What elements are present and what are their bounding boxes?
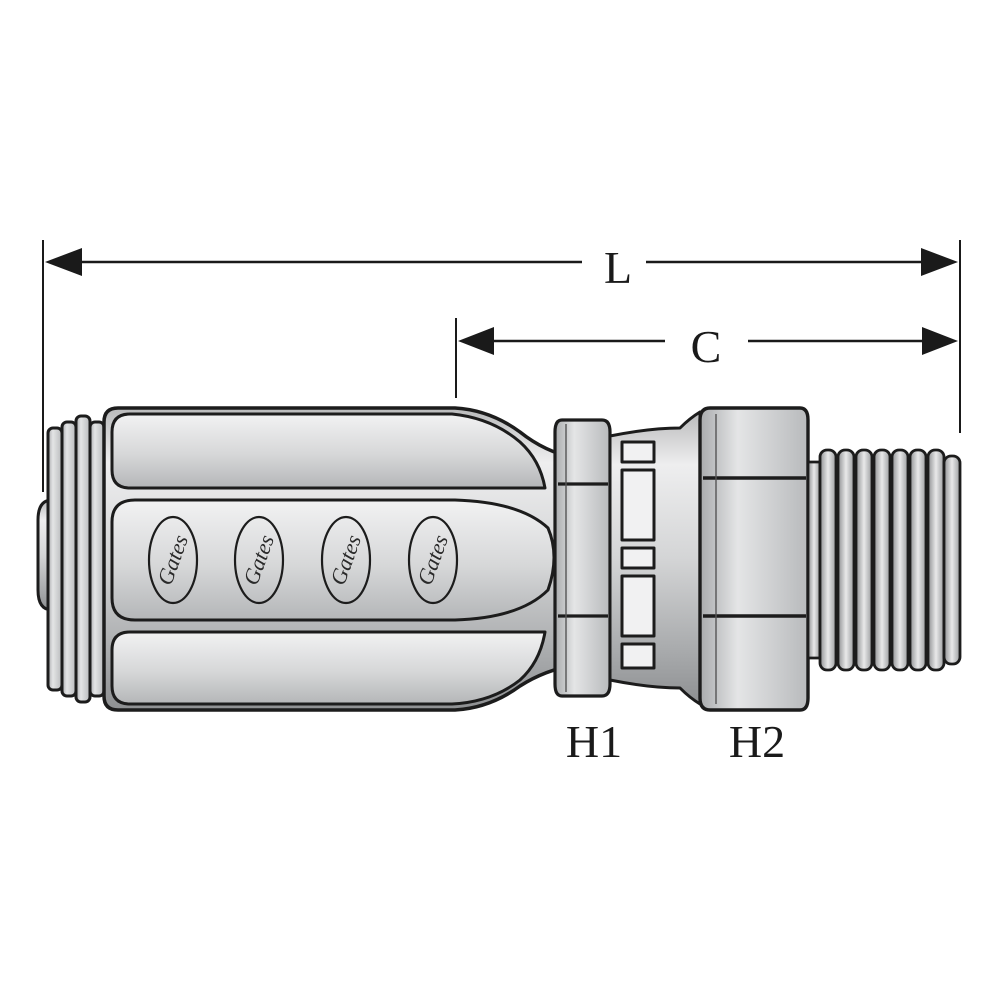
ferrule-flute-bottom	[110, 630, 547, 706]
arrow-c-left	[458, 327, 494, 355]
logo-oval-2	[233, 515, 285, 605]
label-h2: H2	[729, 716, 785, 767]
hex-nut-h2	[698, 406, 810, 712]
hose-fitting: Gates Gates Gates Gates	[36, 406, 962, 712]
male-thread	[806, 448, 962, 672]
collar-rings	[46, 414, 106, 704]
logo-ovals	[147, 515, 459, 605]
arrow-c-right	[922, 327, 958, 355]
ferrule-flute-middle	[110, 498, 556, 622]
logo-oval-3	[320, 515, 372, 605]
logo-oval-1	[147, 515, 199, 605]
logo-oval-4	[407, 515, 459, 605]
label-h1: H1	[566, 716, 622, 767]
arrow-l-right	[921, 248, 958, 276]
swivel-neck	[608, 410, 702, 706]
label-l: L	[604, 242, 632, 293]
hex-nut-h1	[553, 418, 612, 698]
dimension-lines	[42, 240, 961, 492]
label-c: C	[691, 321, 722, 372]
ferrule-flute-top	[110, 412, 547, 490]
arrow-l-left	[45, 248, 82, 276]
